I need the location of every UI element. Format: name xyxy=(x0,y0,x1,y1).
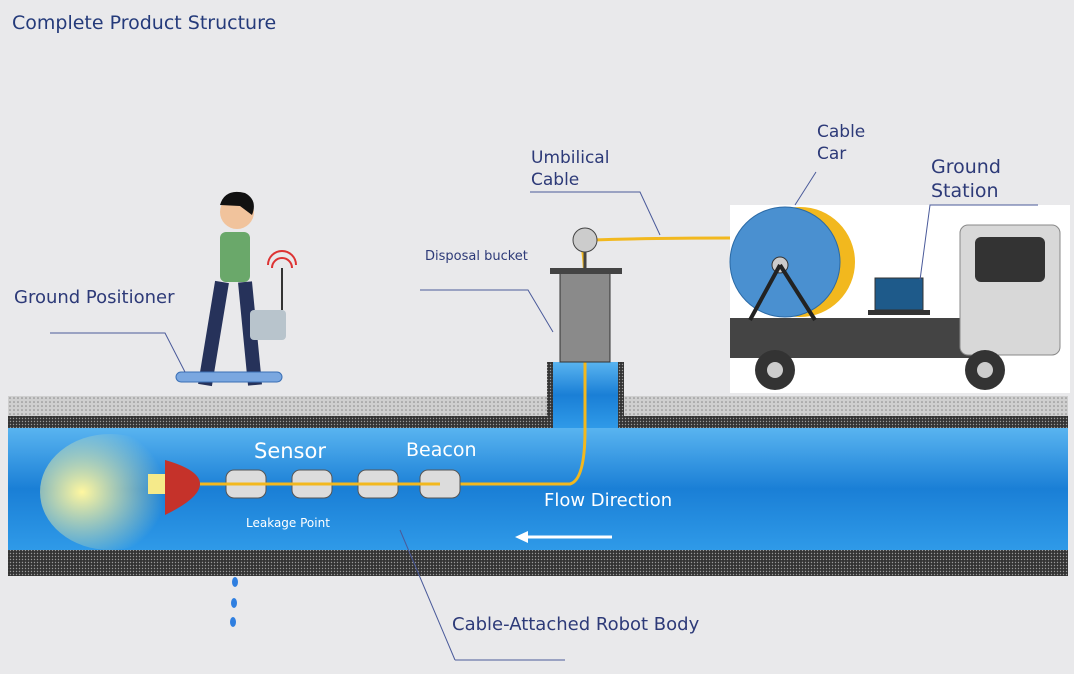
cable-pulley xyxy=(572,227,598,253)
person-with-positioner xyxy=(175,191,297,387)
robot-head xyxy=(165,460,200,515)
ground-station-label-2: Station xyxy=(931,180,999,202)
disposal-bucket-label: Disposal bucket xyxy=(425,249,528,264)
sensor-label: Sensor xyxy=(254,439,326,463)
ground-station-label-1: Ground xyxy=(931,156,1001,178)
ground-surface xyxy=(8,396,1068,416)
robot-light-beam xyxy=(40,434,180,550)
laptop xyxy=(874,277,924,311)
umbilical-cable-label-1: Umbilical xyxy=(531,148,610,168)
pipe-bottom-wall xyxy=(8,550,1068,576)
ground-positioner-label: Ground Positioner xyxy=(14,287,175,308)
disposal-bucket xyxy=(559,269,611,363)
leak-drops xyxy=(230,577,238,627)
cable-car-label-1: Cable xyxy=(817,122,866,142)
beacon-label: Beacon xyxy=(406,439,477,461)
leader-lines xyxy=(50,171,1038,661)
robot-body-label: Cable-Attached Robot Body xyxy=(452,614,700,635)
cable-car-label-2: Car xyxy=(817,144,847,164)
page-title: Complete Product Structure xyxy=(12,12,277,34)
leakage-point-label: Leakage Point xyxy=(246,516,330,530)
umbilical-cable-label-2: Cable xyxy=(531,170,580,190)
pipe-top-wall xyxy=(8,416,553,428)
flow-direction-label: Flow Direction xyxy=(544,490,673,511)
robot-lamp xyxy=(148,474,168,494)
